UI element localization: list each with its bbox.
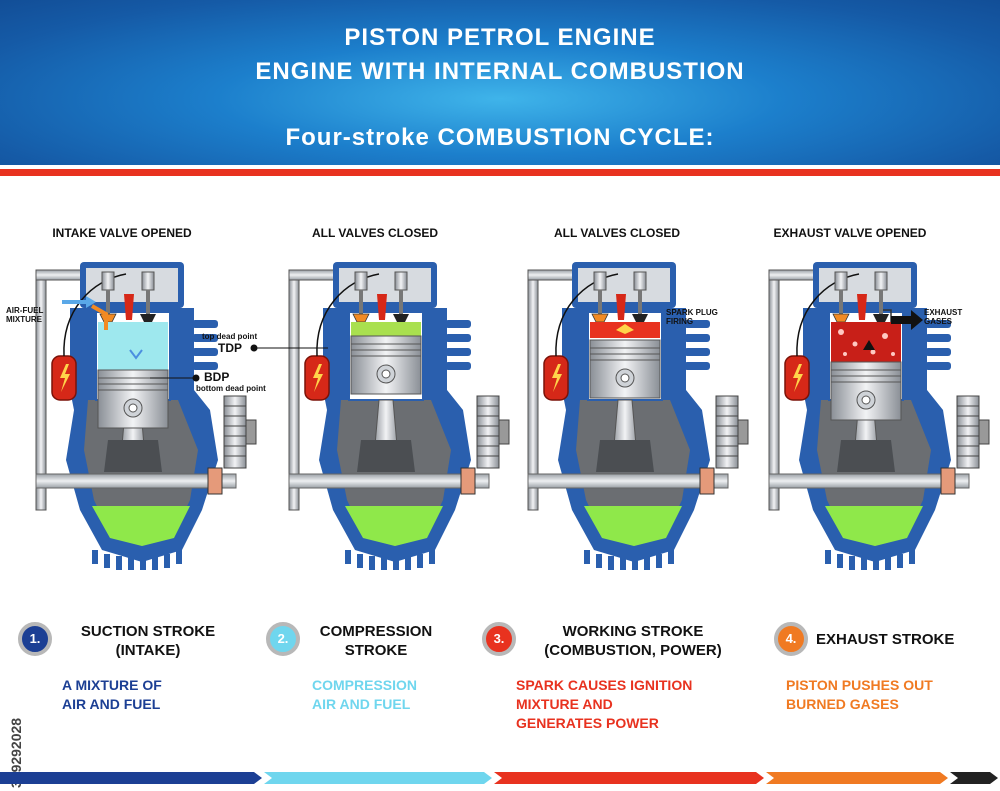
step-3-desc-line2: MIXTURE AND	[516, 696, 613, 712]
step-3-title-line1: WORKING STROKE	[562, 623, 704, 640]
step-4-badge: 4.	[774, 622, 808, 656]
header-banner: PISTON PETROL ENGINE ENGINE WITH INTERNA…	[0, 0, 1000, 165]
step-3-desc-line1: SPARK CAUSES IGNITION	[516, 677, 693, 693]
step-1-badge: 1.	[18, 622, 52, 656]
exhaust-gases-label: EXHAUST GASES	[924, 308, 962, 326]
header-stripe	[0, 165, 1000, 179]
step-1-desc-line1: A MIXTURE OF	[62, 677, 162, 693]
step-4-title: EXHAUST STROKE	[816, 630, 994, 649]
intake-arrow-icon	[62, 296, 96, 308]
air-fuel-label-line2: MIXTURE	[6, 315, 42, 324]
side-stock-id: 339292028	[8, 717, 24, 788]
panel-title-power: ALL VALVES CLOSED	[553, 226, 680, 240]
engine-intake-diagram	[35, 261, 257, 570]
step-1-description: A MIXTURE OF AIR AND FUEL	[62, 676, 162, 714]
spark-plug-label: SPARK PLUG FIRING	[666, 308, 718, 326]
arrow-segment-1	[0, 772, 262, 784]
step-4-title-line1: EXHAUST STROKE	[816, 631, 955, 648]
exhaust-gases-label-line2: GASES	[924, 317, 953, 326]
spark-plug-label-line1: SPARK PLUG	[666, 308, 718, 317]
dead-point-leader-lines	[150, 344, 328, 382]
arrow-segment-4	[766, 772, 948, 784]
step-1-title: SUCTION STROKE (INTAKE)	[64, 622, 232, 660]
step-2-desc-line1: COMPRESSION	[312, 677, 418, 693]
engine-exhaust-diagram	[768, 261, 990, 570]
title-line-3: Four-stroke COMBUSTION CYCLE:	[285, 124, 715, 151]
title-line-1: PISTON PETROL ENGINE	[344, 24, 656, 51]
air-fuel-label-line1: AIR-FUEL	[6, 306, 44, 315]
step-2-badge: 2.	[266, 622, 300, 656]
air-fuel-label: AIR-FUEL MIXTURE	[6, 306, 43, 324]
panel-title-compression: ALL VALVES CLOSED	[311, 226, 438, 240]
step-1-title-line1: SUCTION STROKE	[80, 623, 216, 640]
step-3-desc-line3: GENERATES POWER	[516, 715, 659, 731]
tdp-small-label: top dead point	[202, 332, 258, 341]
title-line-2: ENGINE WITH INTERNAL COMBUSTION	[255, 58, 745, 85]
tdp-label: TDP	[218, 341, 242, 355]
engine-power-diagram	[527, 261, 749, 570]
step-4-desc-line1: PISTON PUSHES OUT	[786, 677, 933, 693]
step-3-badge: 3.	[482, 622, 516, 656]
step-3-title: WORKING STROKE (COMBUSTION, POWER)	[522, 622, 744, 660]
exhaust-gases	[831, 322, 901, 362]
step-2-description: COMPRESSION AIR AND FUEL	[312, 676, 417, 714]
step-3-title-line2: (COMBUSTION, POWER)	[544, 642, 722, 659]
step-2-title: COMPRESSION STROKE	[306, 622, 446, 660]
exhaust-arrow-icon	[891, 310, 923, 330]
bdp-small-label: bottom dead point	[196, 384, 266, 393]
arrow-segment-3	[494, 772, 764, 784]
step-2-desc-line2: AIR AND FUEL	[312, 696, 411, 712]
arrow-segment-2	[264, 772, 492, 784]
step-1-desc-line2: AIR AND FUEL	[62, 696, 161, 712]
exhaust-gases-label-line1: EXHAUST	[924, 308, 963, 317]
step-2-title-line2: STROKE	[344, 642, 408, 659]
step-4-description: PISTON PUSHES OUT BURNED GASES	[786, 676, 933, 714]
step-1-title-line2: (INTAKE)	[115, 642, 181, 659]
panel-title-intake: INTAKE VALVE OPENED	[52, 226, 192, 240]
panel-title-exhaust: EXHAUST VALVE OPENED	[773, 226, 927, 240]
spark-plug-label-line2: FIRING	[666, 317, 694, 326]
step-2-title-line1: COMPRESSION	[319, 623, 433, 640]
compressed-mixture	[351, 322, 421, 336]
fuel-mixture	[98, 322, 168, 370]
bdp-label: BDP	[204, 370, 230, 384]
red-stripe	[0, 169, 1000, 176]
engine-compression-diagram	[288, 261, 510, 570]
arrow-segment-5	[950, 772, 998, 784]
step-3-description: SPARK CAUSES IGNITION MIXTURE AND GENERA…	[516, 676, 692, 733]
step-4-desc-line2: BURNED GASES	[786, 696, 899, 712]
bottom-progress-arrows	[0, 772, 998, 784]
